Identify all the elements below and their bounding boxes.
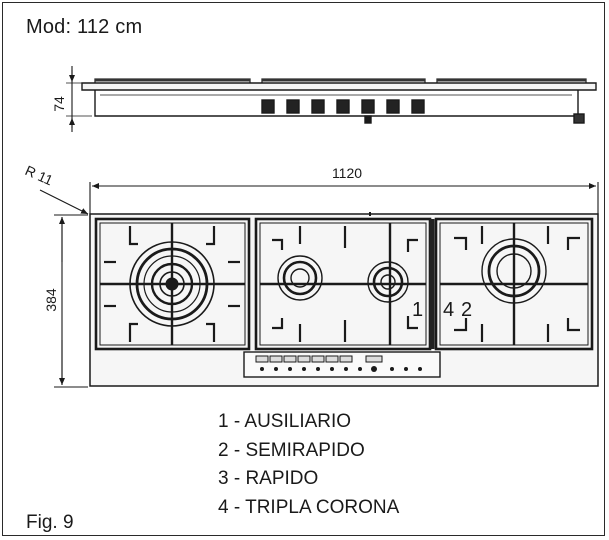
- figure-label: Fig. 9: [26, 512, 74, 533]
- figure-frame: [2, 2, 605, 536]
- burner-label-b: 4: [443, 299, 454, 321]
- depth-dim: 384: [43, 288, 59, 312]
- burner-rapido-right: [481, 238, 547, 304]
- depth-dimension: [54, 214, 88, 388]
- model-label: Mod: 112 cm: [26, 16, 143, 38]
- legend-item: 2 - SEMIRAPIDO: [218, 439, 365, 461]
- burner-legend: 1 - AUSILIARIO 2 - SEMIRAPIDO 3 - RAPIDO…: [218, 408, 399, 522]
- burner-label-c: 2: [461, 299, 472, 321]
- legend-item: 4 - TRIPLA CORONA: [218, 496, 400, 518]
- burner-tripla-corona: [129, 241, 215, 327]
- side-knobs: [261, 99, 425, 114]
- side-height-dim: 74: [51, 96, 67, 112]
- width-dimension: [89, 182, 599, 220]
- radius-dim: R 11: [23, 162, 56, 188]
- burner-ausiliario: [367, 261, 409, 303]
- legend-item: 1 - AUSILIARIO: [218, 411, 352, 432]
- legend-item: 3 - RAPIDO: [218, 468, 319, 489]
- control-panel: [243, 351, 441, 378]
- width-dim: 1120: [332, 165, 362, 181]
- side-view: [66, 66, 597, 132]
- burner-label-a: 1: [412, 299, 423, 321]
- radius-leader: [39, 189, 89, 215]
- burner-semirapido-left: [277, 255, 323, 301]
